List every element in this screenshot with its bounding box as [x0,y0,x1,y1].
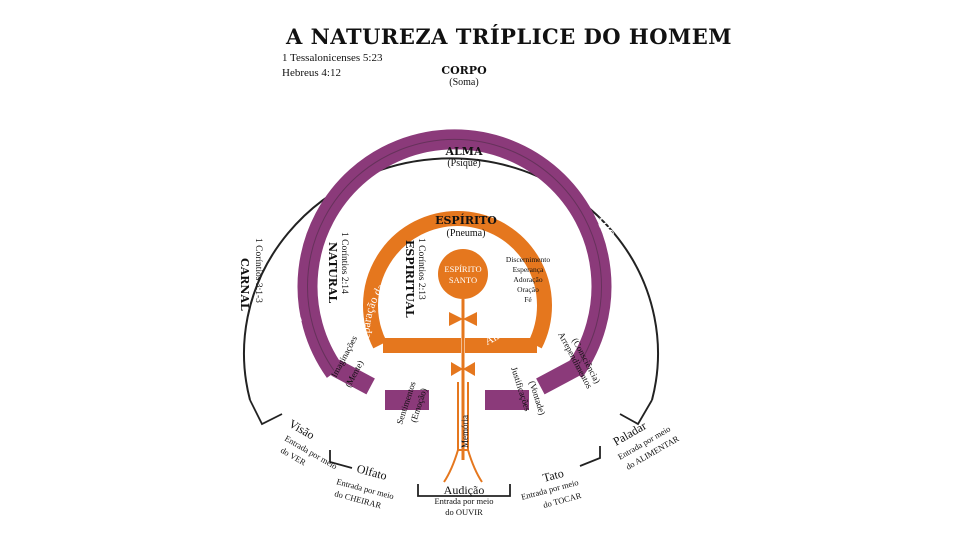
spirit-function-item: Esperança [513,265,544,274]
spirit-function-item: Fé [524,295,532,304]
spirit-function-item: Discernimento [506,255,550,264]
holy-spirit-line1: ESPÍRITO [444,264,481,274]
sense-audicao: Audição Entrada por meio do OUVIR [434,483,493,517]
sense-name: Audição [444,483,485,497]
sense-visao: Visão Entrada por meio do VER [279,416,339,471]
espiritual-ref: 1 Coríntios 2:13 [416,238,426,300]
spirit-function-item: Oração [517,285,539,294]
sense-desc: Entrada por meio [434,496,493,506]
holy-spirit-line2: SANTO [449,275,477,285]
holy-spirit-circle [438,249,488,299]
espirito-label: ESPÍRITO [435,213,497,227]
alma-label: ALMA [445,145,483,158]
carnal-ref: 1 Coríntios 3:1-3 [253,238,263,303]
natural-ref: 1 Coríntios 2:14 [339,232,349,294]
corpo-label: CORPO [441,64,487,77]
espiritual-label: ESPIRITUAL [403,240,416,318]
sense-name: Olfato [355,461,388,482]
espirito-sub: (Pneuma) [447,228,486,239]
faculty-memory: Memória [460,415,470,448]
spirit-function-item: Adoração [513,275,542,284]
sense-desc: do OUVIR [445,507,483,517]
spirit-ring-foot-left [383,338,461,353]
corpo-sub: (Soma) [449,77,478,88]
carnal-label: CARNAL [238,258,251,311]
natural-label: NATURAL [326,242,339,303]
sense-paladar: Paladar Entrada por meio do ALIMENTAR [611,418,681,471]
sense-tato: Tato Entrada por meio do TOCAR [520,466,583,510]
sense-olfato: Olfato Entrada por meio do CHEIRAR [333,461,395,510]
alma-sub: (Psique) [447,158,480,169]
